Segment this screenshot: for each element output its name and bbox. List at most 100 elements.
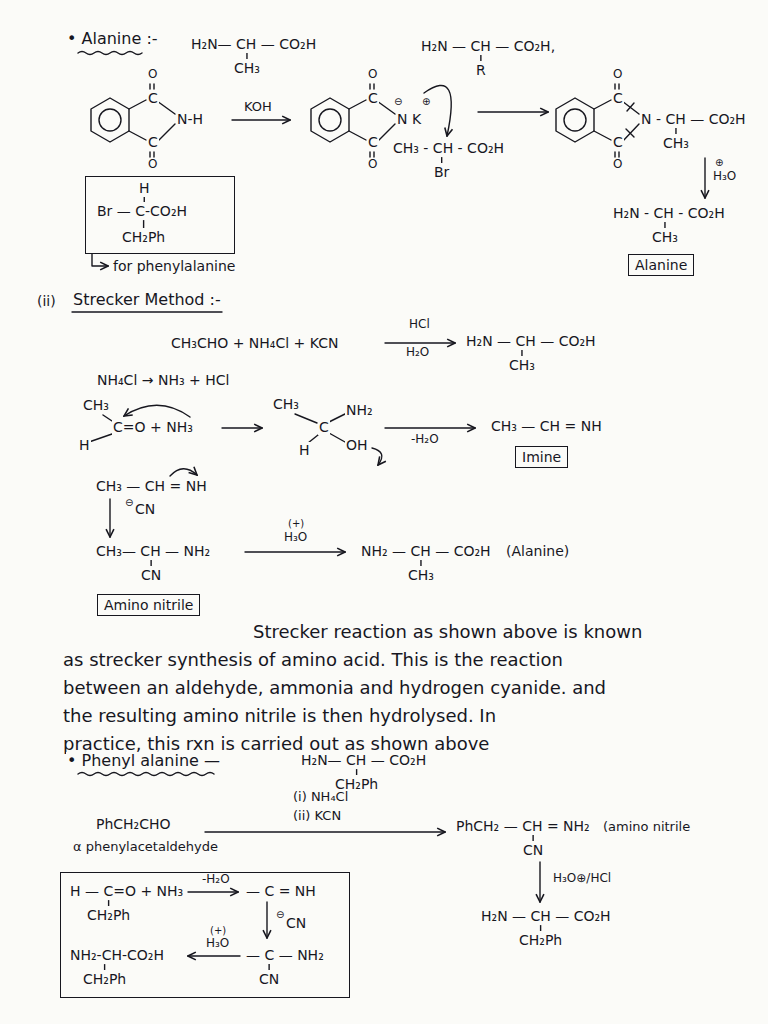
formula-text: CN xyxy=(134,501,156,517)
bond-line xyxy=(246,53,247,59)
formula-text: CH₃ xyxy=(272,396,300,412)
formula-text: CH₂Ph xyxy=(121,229,166,245)
bond-line xyxy=(150,560,151,566)
benzene-ring xyxy=(99,109,121,131)
bond-line xyxy=(675,128,676,134)
formula-text: C xyxy=(318,419,330,435)
formula-text: Br xyxy=(433,164,450,180)
reagent-text: KOH xyxy=(243,100,273,115)
bond-line xyxy=(108,900,109,906)
formula-text: C xyxy=(612,90,624,106)
box-label: Amino nitrile xyxy=(104,597,193,613)
bond-line xyxy=(521,350,522,356)
formula-text: CH₃ xyxy=(407,567,435,583)
reaction-arrow xyxy=(205,831,445,832)
reaction-arrow xyxy=(266,902,267,938)
section-heading: • Alanine :- xyxy=(66,30,159,48)
reaction-arrow xyxy=(478,111,548,112)
note-text: as strecker synthesis of amino acid. Thi… xyxy=(62,650,564,671)
reagent-text: (ii) KCN xyxy=(292,809,342,824)
formula-text: R xyxy=(475,62,487,78)
formula-text: H xyxy=(138,180,151,196)
formula-text: CH₃ xyxy=(662,135,690,151)
term-box: Alanine xyxy=(628,254,694,276)
formula-text: H₂N— CH — CO₂H xyxy=(300,752,427,768)
formula-text: CH₃CHO + NH₄Cl + KCN xyxy=(170,335,339,351)
formula-text: N - CH — CO₂H xyxy=(640,111,747,127)
note-text: for phenylalanine xyxy=(112,258,236,274)
formula-text: (Alanine) xyxy=(505,543,570,559)
bond-line xyxy=(480,55,481,61)
curved-arrow xyxy=(170,469,197,476)
formula-text: CH₃ - CH - CO₂H xyxy=(392,140,505,156)
formula-text: ⊖ xyxy=(275,909,285,921)
note-text: α phenylacetaldehyde xyxy=(72,840,219,855)
charge-sign: ⊕ xyxy=(421,96,431,108)
formula-text: O xyxy=(367,68,378,82)
formula-text: PhCH₂CHO xyxy=(95,816,172,832)
reaction-arrow xyxy=(539,862,540,902)
formula-text: Br — C-CO₂H xyxy=(96,203,188,219)
reagent-text: H₃O xyxy=(283,531,308,545)
reaction-arrow xyxy=(109,499,110,537)
formula-text: NH₂ xyxy=(345,402,374,418)
formula-text: O xyxy=(612,68,623,82)
section-heading: Strecker Method :- xyxy=(72,291,222,309)
reagent-text: H₃O xyxy=(712,170,737,184)
formula-text: CN xyxy=(522,842,544,858)
formula-text: H₃O xyxy=(205,937,230,951)
charge-sign: ⊖ xyxy=(124,497,134,509)
formula-text: CH₃ xyxy=(233,60,261,76)
formula-text: H₂N — CH — CO₂H, xyxy=(420,38,556,54)
reaction-arrow xyxy=(188,955,240,956)
reaction-arrow xyxy=(385,342,455,343)
formula-text: CN xyxy=(258,971,280,987)
leader-arrow xyxy=(92,254,108,266)
reaction-arrow xyxy=(188,891,238,892)
reaction-arrow xyxy=(245,551,345,552)
reagent-text: -H₂O xyxy=(410,433,440,447)
charge-sign: (+) xyxy=(287,518,305,530)
formula-text: K xyxy=(411,111,422,127)
note-text: (amino nitrile xyxy=(602,820,691,835)
reaction-arrow xyxy=(385,427,475,428)
bond-line xyxy=(420,560,421,566)
cleavage-mark xyxy=(626,103,634,137)
formula-text: O xyxy=(147,68,158,82)
term-box: Imine xyxy=(515,446,568,468)
charge-sign: ⊕ xyxy=(714,157,724,169)
bond-line xyxy=(143,220,144,228)
formula-text: CH₃ xyxy=(508,357,536,373)
formula-text: CH₂Ph xyxy=(518,932,563,948)
formula-text: H₂N — CH — CO₂H xyxy=(465,333,597,349)
formula-text: NH₄Cl → NH₃ + HCl xyxy=(96,372,230,388)
reagent-text: HCl xyxy=(408,318,431,332)
formula-text: CN xyxy=(285,915,307,931)
bond-line xyxy=(441,157,442,163)
formula-text: O xyxy=(147,158,158,172)
formula-text: H — C=O + NH₃ xyxy=(69,883,184,899)
formula-text: PhCH₂ — CH = NH₂ xyxy=(455,818,591,834)
formula-text: C xyxy=(147,90,159,106)
formula-text: H₂N— CH — CO₂H xyxy=(190,36,317,52)
benzene-ring xyxy=(319,109,341,131)
formula-text: CH₂Ph xyxy=(86,907,131,923)
bond-line xyxy=(129,84,175,157)
formula-text: O xyxy=(612,158,623,172)
formula-text: -H₂O xyxy=(201,873,231,887)
formula-text: N xyxy=(396,111,408,127)
benzene-ring xyxy=(564,109,586,131)
formula-text: CH₃ — CH = NH xyxy=(95,478,208,494)
formula-text: C xyxy=(367,90,379,106)
bond-line xyxy=(664,222,665,228)
bond-line xyxy=(89,414,345,443)
formula-text: O xyxy=(367,158,378,172)
formula-text: N-H xyxy=(176,111,204,127)
formula-text: C xyxy=(367,134,379,150)
bond-line xyxy=(104,964,105,970)
bond-line xyxy=(356,769,357,775)
curved-arrow xyxy=(124,405,190,417)
